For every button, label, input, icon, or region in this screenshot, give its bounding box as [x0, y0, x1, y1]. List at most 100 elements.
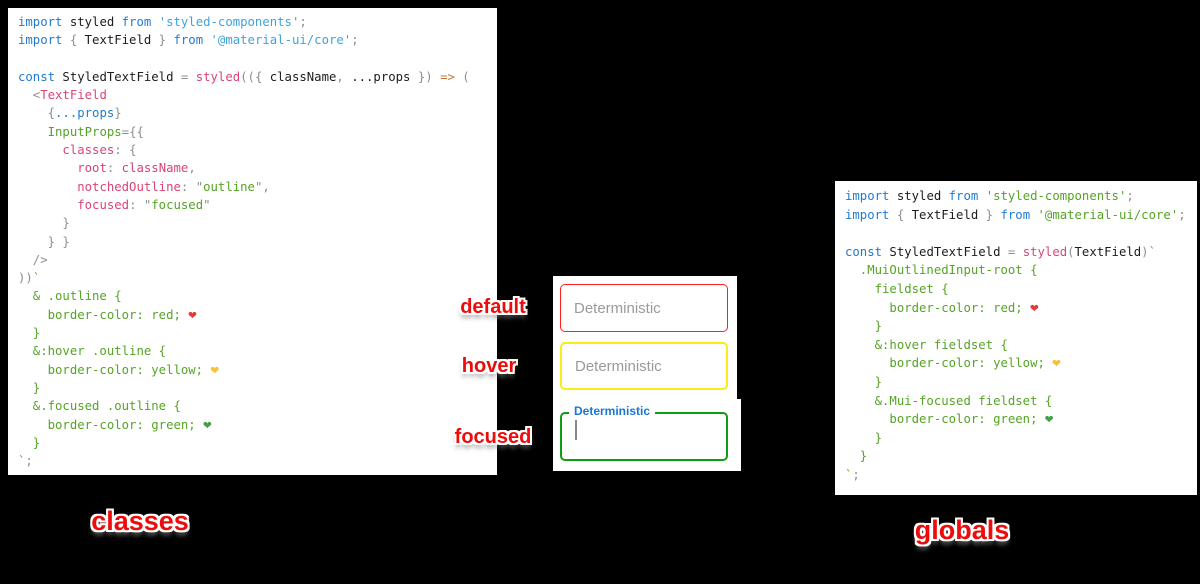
code-line: import styled from 'styled-components';	[845, 187, 1197, 206]
code-token: ))	[18, 271, 33, 286]
code-line: import styled from 'styled-components';	[18, 13, 497, 31]
code-line: <TextField	[18, 86, 497, 104]
code-line: border-color: red; ❤	[845, 299, 1197, 318]
code-token: fieldset {	[845, 281, 949, 296]
code-token: `	[32, 271, 41, 286]
code-token: .MuiOutlinedInput-root {	[845, 263, 1038, 278]
code-token: classes	[62, 143, 115, 158]
code-line: {...props}	[18, 104, 497, 122]
code-token: "	[203, 197, 211, 212]
code-line: root: className,	[18, 159, 497, 177]
code-token: <	[18, 88, 41, 103]
code-token: from	[948, 189, 986, 203]
caption-globals: globals	[914, 515, 1010, 545]
code-token: styled	[896, 189, 949, 203]
code-panel-globals: import styled from 'styled-components';i…	[835, 181, 1197, 495]
code-token: }	[18, 216, 70, 231]
code-token: />	[18, 252, 48, 267]
code-token: :	[114, 143, 130, 158]
code-token: {	[896, 207, 912, 222]
code-line: import { TextField } from '@material-ui/…	[18, 31, 497, 49]
code-token: ;	[1126, 189, 1134, 203]
code-token: {	[254, 69, 270, 84]
code-line: border-color: red; ❤	[18, 306, 497, 324]
code-token: (	[462, 69, 470, 84]
code-token: InputProps	[47, 124, 122, 139]
heart-icon: ❤	[1030, 299, 1039, 316]
code-token: TextField	[911, 207, 979, 222]
code-token: }	[18, 326, 41, 341]
code-token: ...props	[55, 106, 115, 121]
code-token: border-color: red;	[18, 307, 189, 322]
code-line: const StyledTextField = styled(({ classN…	[18, 68, 497, 86]
heart-icon: ❤	[188, 306, 197, 323]
code-token: &:hover .outline {	[18, 344, 167, 359]
code-line: `;	[845, 466, 1197, 485]
code-token: }	[845, 319, 883, 334]
textfield-hover[interactable]	[560, 342, 728, 390]
code-token	[18, 143, 62, 157]
code-token: styled	[69, 15, 122, 29]
code-line: &:hover .outline {	[18, 342, 497, 360]
code-token: ,	[336, 69, 352, 84]
code-token: "	[143, 197, 152, 212]
code-line	[845, 224, 1197, 243]
code-token: `	[18, 454, 26, 469]
code-line: }	[845, 447, 1197, 466]
code-token: "	[254, 179, 263, 194]
code-token: ;	[299, 15, 307, 29]
code-line	[18, 50, 497, 68]
code-token: from	[173, 33, 211, 48]
code-panel-classes: import styled from 'styled-components';i…	[8, 8, 497, 475]
code-token: & .outline {	[18, 289, 122, 304]
code-token: TextField	[40, 88, 107, 103]
code-token: }	[978, 207, 1001, 222]
caption-classes: classes	[91, 506, 189, 536]
code-token: }	[18, 435, 41, 450]
code-token: import	[18, 15, 70, 29]
code-token: const	[845, 244, 890, 259]
heart-icon: ❤	[210, 361, 219, 378]
textfield-default[interactable]	[560, 284, 728, 332]
code-line: }	[18, 379, 497, 397]
code-line: InputProps={{	[18, 123, 497, 141]
code-token: }	[151, 33, 174, 48]
code-line: `;	[18, 452, 497, 470]
code-token: 'styled-components'	[985, 189, 1127, 203]
code-line: .MuiOutlinedInput-root {	[845, 261, 1197, 280]
code-token: =	[180, 69, 196, 84]
heart-icon: ❤	[1052, 355, 1061, 372]
textfield-focused[interactable]	[560, 412, 728, 461]
code-token	[18, 180, 77, 194]
state-label-default: default	[460, 296, 526, 318]
code-token: ;	[1178, 207, 1186, 222]
code-token: }	[114, 106, 122, 121]
code-token: 'styled-components'	[158, 15, 300, 29]
code-token: import	[845, 189, 897, 203]
code-token: {	[18, 106, 56, 121]
code-line: fieldset {	[845, 280, 1197, 299]
code-token: className	[269, 69, 337, 84]
code-token: border-color: yellow;	[18, 362, 211, 377]
code-token: focused	[151, 197, 204, 212]
code-token: TextField	[84, 33, 152, 48]
code-token: =>	[440, 69, 463, 84]
code-token: outline	[203, 179, 255, 194]
code-token: ...props	[351, 69, 411, 84]
code-line: &.Mui-focused fieldset {	[845, 392, 1197, 411]
text-cursor	[575, 420, 577, 440]
code-token: `	[1148, 244, 1156, 259]
code-token: border-color: green;	[845, 412, 1045, 427]
textfield-floating-label: Deterministic	[569, 405, 656, 418]
code-token: }	[845, 430, 883, 445]
code-token: root	[77, 161, 107, 176]
code-token: ((	[240, 69, 255, 84]
heart-icon: ❤	[1044, 411, 1054, 428]
code-token: }	[410, 69, 426, 84]
code-token	[18, 161, 77, 175]
code-token: &:hover fieldset {	[845, 337, 1008, 352]
code-token: ,	[188, 161, 196, 176]
code-line: />	[18, 251, 497, 269]
code-line: }	[845, 373, 1197, 392]
